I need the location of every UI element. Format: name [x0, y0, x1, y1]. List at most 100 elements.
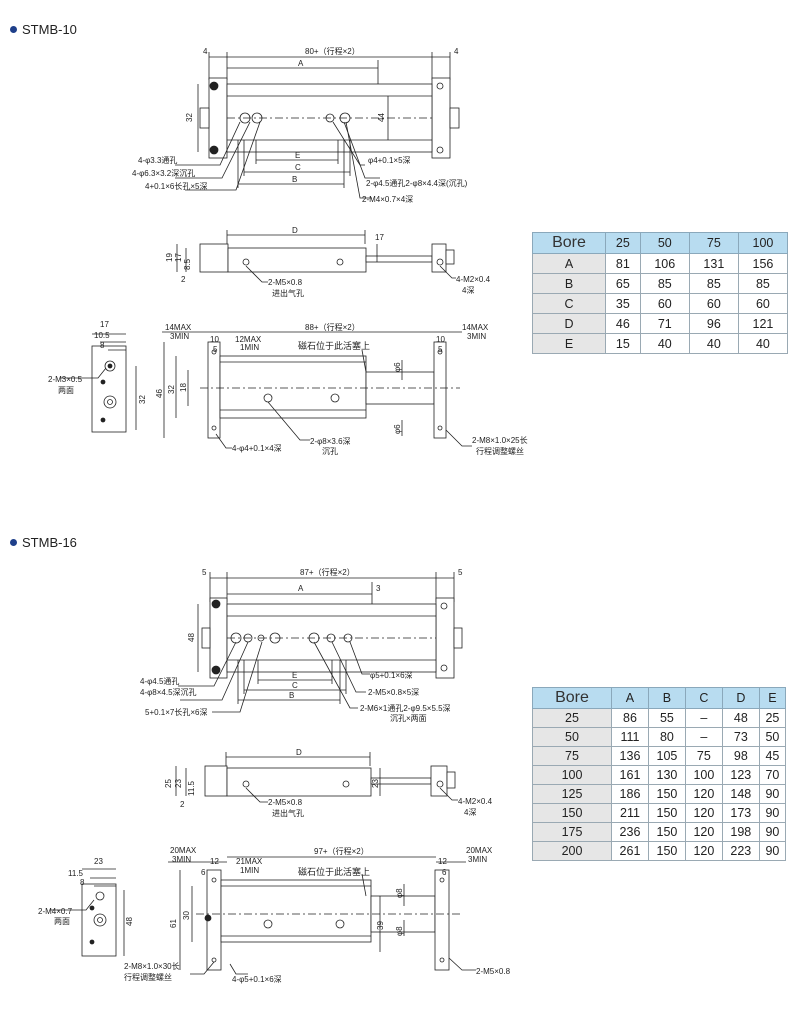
table-cell: 156: [737, 253, 789, 274]
bullet-icon: [10, 539, 17, 546]
dim-label: 2: [180, 800, 185, 809]
dim-label: 48: [125, 917, 134, 926]
table-cell: 73: [721, 727, 760, 747]
dim-label: 88+（行程×2）: [305, 322, 360, 332]
note-label: 4深: [464, 808, 476, 817]
dim-label: 3MIN: [172, 855, 191, 864]
row-header: B: [532, 273, 606, 294]
table-cell: 150: [647, 784, 686, 804]
note-label: 2-M8×1.0×30长: [124, 961, 180, 971]
note-label: 4-M2×0.4: [456, 275, 491, 284]
dim-label: B: [292, 175, 297, 184]
dim-label: 1MIN: [240, 866, 259, 875]
note-label: 4-φ8×4.5深沉孔: [140, 688, 197, 697]
table-cell: 25: [758, 708, 787, 728]
table-header-cell: Bore: [532, 232, 606, 254]
table-header-cell: 100: [737, 232, 789, 254]
dim-label: 12MAX: [235, 335, 262, 344]
table-cell: 106: [639, 253, 690, 274]
table-cell: 111: [611, 727, 649, 747]
table-cell: 150: [647, 803, 686, 823]
table-header-row: Bore A B C D E: [532, 687, 787, 709]
table-header-cell: A: [611, 687, 649, 709]
dim-label: 14MAX: [462, 323, 489, 332]
table-cell: 85: [639, 273, 690, 294]
table-cell: –: [684, 727, 723, 747]
stmb16-end-view: [50, 868, 125, 957]
dim-label: C: [295, 163, 301, 172]
table-cell: 136: [611, 746, 649, 766]
stmb16-side-view: [175, 752, 458, 803]
table-cell: 75: [684, 746, 723, 766]
dim-label: 8.5: [183, 258, 192, 270]
table-header-cell: 75: [688, 232, 739, 254]
dim-label: D: [292, 226, 298, 235]
table-cell: 60: [688, 293, 739, 314]
note-label: 2-M6×1通孔2-φ9.5×5.5深: [360, 703, 451, 713]
note-label: 2-M5×0.8×5深: [368, 688, 419, 697]
note-label: 2-φ8×3.6深: [310, 437, 351, 446]
table-cell: 90: [758, 803, 787, 823]
table-cell: 123: [721, 765, 760, 785]
stmb16-front-view: [168, 856, 476, 975]
dim-label: A: [298, 59, 304, 68]
dim-label: 17: [375, 233, 384, 242]
table-cell: 223: [721, 841, 760, 861]
note-label: 进出气孔: [272, 288, 304, 298]
table-header-cell: C: [684, 687, 723, 709]
dim-label: 5: [202, 568, 207, 577]
note-label: φ5+0.1×6深: [370, 671, 413, 680]
table-cell: 85: [688, 273, 739, 294]
dim-label: 32: [138, 395, 147, 404]
section-title-text: STMB-10: [22, 22, 77, 37]
dim-label: 12: [210, 857, 219, 866]
dim-label: 97+（行程×2）: [314, 846, 369, 856]
dim-label: φ6: [393, 362, 402, 372]
note-label: 两面: [54, 917, 70, 926]
table-cell: 80: [647, 727, 686, 747]
dim-label: 17: [174, 253, 183, 262]
dim-label: 3: [376, 584, 381, 593]
note-label: 2-M4×0.7: [38, 907, 73, 916]
dim-label: 21MAX: [236, 857, 263, 866]
table-cell: 211: [611, 803, 649, 823]
row-header: 50: [532, 727, 612, 747]
dim-label: 30: [182, 911, 191, 920]
dim-label: 46: [155, 389, 164, 398]
table-cell: 35: [605, 293, 641, 314]
table-cell: 90: [758, 841, 787, 861]
note-label: 4-φ3.3通孔: [138, 155, 177, 165]
stmb16-top-view: [178, 572, 463, 713]
note-label: 2-M3×0.5: [48, 375, 83, 384]
table-header-cell: Bore: [532, 687, 612, 709]
dim-label: φ8: [395, 888, 404, 898]
dim-label: C: [292, 681, 298, 690]
dim-label: 18: [179, 383, 188, 392]
table-cell: 130: [647, 765, 686, 785]
table-cell: 121: [737, 313, 789, 334]
row-header: E: [532, 333, 606, 354]
table-cell: 86: [611, 708, 649, 728]
dim-label: 80+（行程×2）: [305, 46, 360, 56]
table-cell: 236: [611, 822, 649, 842]
dim-label: 5: [438, 345, 443, 354]
table-cell: 60: [737, 293, 789, 314]
dim-label: 87+（行程×2）: [300, 567, 355, 577]
dim-label: 19: [165, 253, 174, 262]
note-label: 沉孔×两面: [390, 714, 427, 723]
dim-label: 10.5: [94, 331, 110, 340]
table-cell: 70: [758, 765, 787, 785]
dim-label: 2: [181, 275, 186, 284]
note-label: 4-φ6.3×3.2深沉孔: [132, 169, 195, 178]
note-label: 2-M5×0.8: [268, 278, 303, 287]
table-cell: 90: [758, 822, 787, 842]
dim-label: 6: [201, 868, 206, 877]
